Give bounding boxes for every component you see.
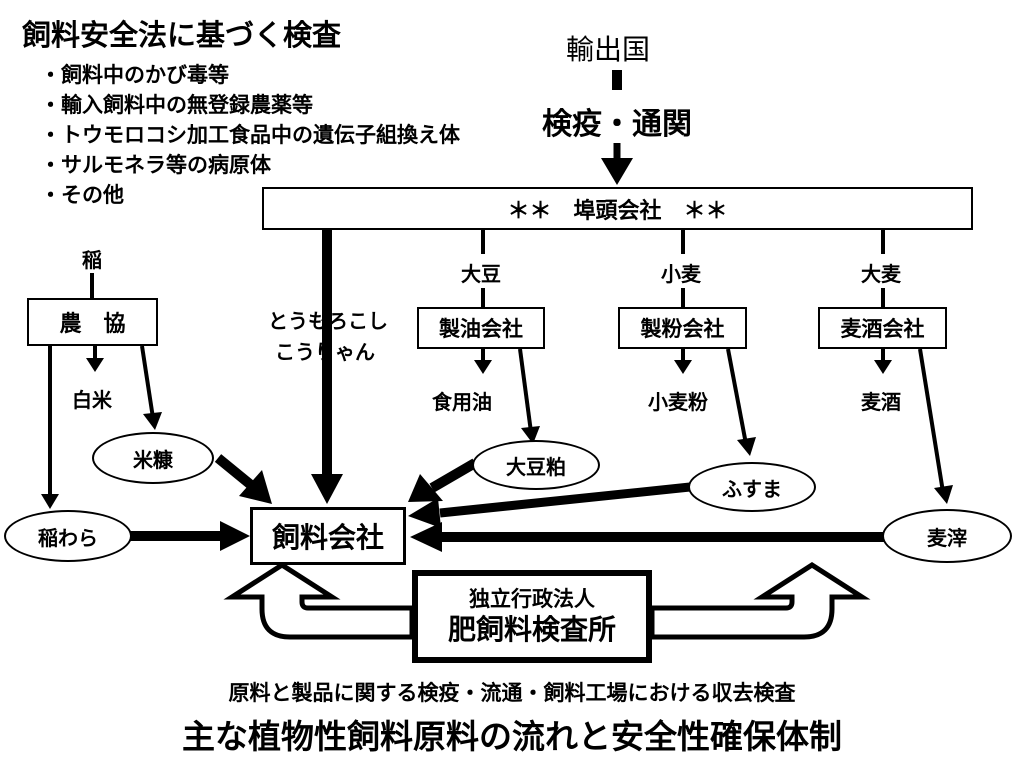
port-company-label: ＊＊ 埠頭会社 ＊＊ [507, 198, 728, 224]
rice-bran-node: 米糠 [92, 432, 214, 484]
connector-coop-to-bran [140, 345, 155, 419]
port-company-box: ＊＊ 埠頭会社 ＊＊ [262, 187, 973, 230]
agricultural-coop-label: 農 協 [59, 312, 126, 337]
corn-label: とうもろこし [268, 309, 388, 333]
arrowhead-customs-to-port [601, 158, 633, 185]
agency-type-label: 独立行政法人 [469, 586, 595, 611]
agricultural-coop-box: 農 協 [27, 298, 158, 346]
rice-straw-label: 稲わら [38, 525, 98, 550]
brewers-grain-node: 麦滓 [882, 509, 1012, 563]
arrow-wheat-bran-to-feed [439, 482, 691, 518]
beer-company-label: 麦酒会社 [840, 317, 925, 341]
sorghum-label: こうりゃん [275, 340, 375, 364]
rice-bran-label: 米糠 [133, 447, 173, 472]
inspection-item: ・飼料中のかび毒等 [40, 63, 229, 87]
quarantine-customs-label: 検疫・通関 [542, 107, 692, 142]
flour-company-label: 製粉会社 [640, 317, 725, 341]
arrowhead-wheat-bran-to-feed [408, 498, 441, 528]
oil-company-label: 製油会社 [439, 317, 523, 341]
connector-oil-to-soy-meal [518, 348, 533, 433]
soybean-meal-node: 大豆粕 [472, 440, 600, 490]
inspection-item: ・トウモロコシ加工食品中の遺伝子組換え体 [40, 123, 460, 147]
inspection-arrow-right [649, 562, 871, 640]
brewers-grain-label: 麦滓 [927, 525, 967, 550]
arrow-rice-bran-to-feed [214, 454, 255, 489]
footer-caption: 原料と製品に関する検疫・流通・飼料工場における収去検査 [228, 681, 796, 705]
rice-straw-node: 稲わら [4, 510, 132, 562]
agency-name-label: 肥飼料検査所 [447, 612, 616, 646]
white-rice-label: 白米 [72, 384, 112, 413]
arrowhead-wheat-bran [737, 437, 756, 456]
rice-label: 稲 [82, 244, 102, 273]
wheat-bran-node: ふすま [688, 462, 816, 512]
flour-company-box: 製粉会社 [618, 307, 747, 349]
edible-oil-label: 食用油 [432, 386, 492, 415]
feed-company-label: 飼料会社 [271, 521, 384, 554]
inspection-arrow-left [223, 562, 415, 640]
arrowhead-white-rice [86, 358, 104, 372]
arrowhead-brewers-grain [934, 485, 953, 504]
arrowhead-grain-to-feed [410, 522, 442, 552]
feed-company-box: 飼料会社 [250, 507, 406, 565]
inspection-item: ・サルモネラ等の病原体 [40, 153, 271, 177]
beer-label: 麦酒 [861, 386, 901, 415]
oil-company-box: 製油会社 [417, 307, 545, 349]
arrowhead-straw-to-feed [220, 521, 250, 551]
beer-company-box: 麦酒会社 [818, 307, 947, 349]
arrowhead-edible-oil [474, 360, 492, 374]
barley-label: 大麦 [861, 258, 901, 287]
page-title: 主な植物性飼料原料の流れと安全性確保体制 [182, 717, 842, 756]
inspection-item: ・輸入飼料中の無登録農薬等 [40, 93, 313, 117]
arrowhead-soy-meal [521, 426, 540, 444]
arrow-soy-meal-to-feed [429, 458, 478, 493]
soybean-meal-label: 大豆粕 [506, 454, 566, 479]
wheat-label: 小麦 [661, 258, 701, 287]
arrowhead-corn-to-feed [311, 474, 343, 504]
soybean-label: 大豆 [461, 258, 501, 287]
arrowhead-soy-meal-to-feed [408, 474, 443, 502]
arrowhead-flour [674, 360, 692, 374]
connector-beer-co-to-grain [918, 348, 945, 493]
inspection-title: 飼料安全法に基づく検査 [22, 18, 342, 52]
inspection-agency-box: 独立行政法人 肥飼料検査所 [412, 570, 652, 663]
arrowhead-straw [41, 494, 59, 509]
inspection-list: ・飼料中のかび毒等 ・輸入飼料中の無登録農薬等 ・トウモロコシ加工食品中の遺伝子… [40, 60, 460, 210]
connector-flour-co-to-bran [726, 348, 748, 445]
export-country-label: 輸出国 [566, 33, 651, 66]
inspection-item: ・その他 [40, 183, 124, 207]
flour-label: 小麦粉 [648, 386, 708, 415]
arrowhead-rice-bran [143, 412, 162, 430]
wheat-bran-label: ふすま [722, 476, 782, 501]
arrowhead-rice-bran-to-feed [239, 470, 272, 504]
arrowhead-beer [874, 360, 892, 374]
